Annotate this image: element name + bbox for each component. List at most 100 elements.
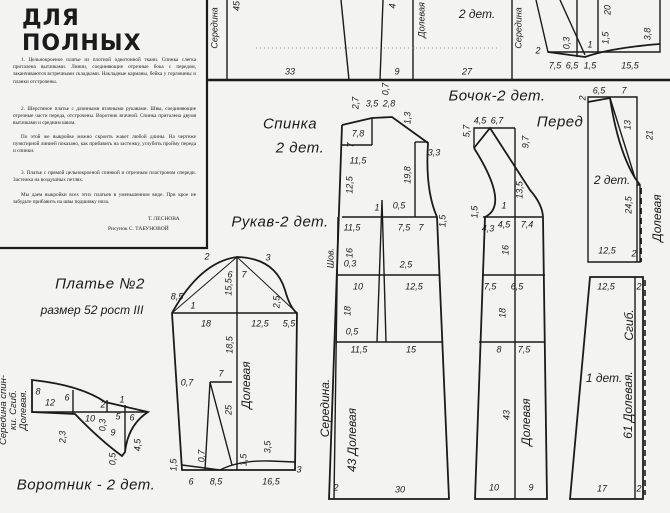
measure: 3 [265, 252, 271, 263]
measure: Сгиб. [622, 309, 636, 341]
measure: 3,5 [262, 440, 273, 454]
illustrator: Рисунок С. ТАБУНОВОЙ [108, 226, 169, 232]
measure: 12,5 [597, 281, 615, 292]
sleeve-title: Рукав-2 дет. [231, 213, 329, 231]
front-outline [587, 96, 642, 263]
measure: 18 [200, 318, 212, 329]
measure: 6 [227, 269, 233, 280]
measure: 2 [535, 45, 541, 56]
measure: 21 [644, 129, 655, 141]
measure: 4,3 [481, 223, 495, 234]
measure: 0,3 [561, 36, 572, 50]
measure: 30 [394, 484, 406, 495]
measure: 12,5 [598, 245, 616, 256]
measure: 1 [119, 394, 125, 405]
measure: Долевая [519, 398, 533, 446]
measure: 13,5 [514, 181, 525, 199]
measure: 4 [387, 3, 398, 9]
measure: 8,5 [209, 476, 223, 487]
measure: Середина. [318, 378, 332, 438]
measure: 7,5 [548, 60, 562, 71]
measure: 18,5 [224, 336, 235, 354]
measure: 6,7 [490, 115, 504, 126]
measure: 2 [631, 248, 637, 259]
measure: 15,5 [223, 278, 234, 296]
measure: Долевая [239, 361, 253, 409]
measure: 8 [35, 386, 41, 397]
article-text-block: ДЛЯ ПОЛНЫХ 1. Цельнокроеное платье из пл… [0, 0, 205, 246]
measure: 2,7 [350, 96, 361, 110]
paragraph-4: 3. Платье с прямой цельнокроеной спинкой… [13, 170, 196, 184]
measure: 0,3 [97, 418, 108, 432]
measure: 2 [333, 482, 339, 493]
measure: 19,8 [402, 166, 413, 184]
measure: 7,8 [351, 128, 365, 139]
measure: 1,5 [437, 214, 448, 228]
measure: 25 [223, 404, 234, 416]
piece-count: 2 дет. [458, 7, 496, 21]
measure: 1,5 [600, 31, 611, 45]
measure: 45 [231, 0, 242, 12]
measure: 6,5 [510, 281, 524, 292]
measure: 9,7 [520, 135, 531, 149]
dress-size: размер 52 рост III [40, 303, 144, 317]
measure: 1 [190, 300, 196, 311]
measure: 2,5 [271, 295, 282, 309]
measure: 11,5 [343, 222, 361, 233]
measure: 15,5 [621, 60, 639, 71]
measure: 9 [394, 66, 400, 77]
measure: 3,5 [365, 98, 379, 109]
measure: 6 [129, 412, 135, 423]
paragraph-2: 2. Шерстяное платье с длинными втачными … [13, 106, 196, 127]
measure: 2 [100, 399, 106, 410]
author: Т. ЛЕСНОВА [148, 216, 180, 222]
measure: 8,5 [170, 291, 184, 302]
measure: 1 [374, 202, 380, 213]
measure: 7,4 [520, 219, 534, 230]
measure: 1,5 [168, 458, 179, 472]
paragraph-3: По этой же выкройке можно скроить жакет … [13, 134, 196, 155]
measure: 16 [344, 247, 355, 259]
measure: 8 [496, 344, 502, 355]
measure: 1,5 [238, 453, 249, 467]
back-outline [328, 116, 450, 500]
measure: 4,5 [132, 438, 143, 452]
measure: 1 [501, 200, 507, 211]
measure: 43 [501, 409, 512, 421]
measure: 6 [64, 392, 70, 403]
measure: 10 [352, 281, 364, 292]
measure: 5 [115, 411, 121, 422]
measure: 7 [241, 269, 247, 280]
measure: 4,5 [473, 115, 487, 126]
measure: 4,5 [497, 219, 511, 230]
measure: 12 [44, 397, 56, 408]
measure: Долевая [650, 194, 664, 242]
measure: 18 [497, 307, 508, 319]
measure: 16 [500, 244, 511, 256]
measure: 7 [418, 222, 424, 233]
measure: 1,3 [402, 111, 413, 125]
measure: 6,5 [592, 85, 606, 96]
measure: 0,7 [196, 449, 207, 463]
measure: 1,5 [469, 205, 480, 219]
measure: 0,7 [180, 377, 194, 388]
measure: 12,5 [405, 281, 423, 292]
measure: 6 [188, 476, 194, 487]
measure: 5,7 [461, 124, 472, 138]
measure: 12,5 [344, 176, 355, 194]
measure: 6,5 [565, 60, 579, 71]
front-count: 2 дет. [593, 173, 631, 187]
side-outline [473, 126, 548, 500]
measure: 0,3 [343, 258, 357, 269]
paragraph-5: Мы даем выкройки всех этих платьев в уме… [13, 192, 196, 206]
measure: 9 [528, 482, 534, 493]
measure: 2 [577, 95, 588, 101]
measure: 9 [110, 427, 116, 438]
measure: 24,5 [623, 196, 634, 214]
measure: 7,5 [397, 222, 411, 233]
measure: 3,3 [427, 147, 441, 158]
measure: 10 [488, 482, 500, 493]
measure: 0,5 [392, 200, 406, 211]
measure: 43 Долевая [345, 407, 359, 473]
